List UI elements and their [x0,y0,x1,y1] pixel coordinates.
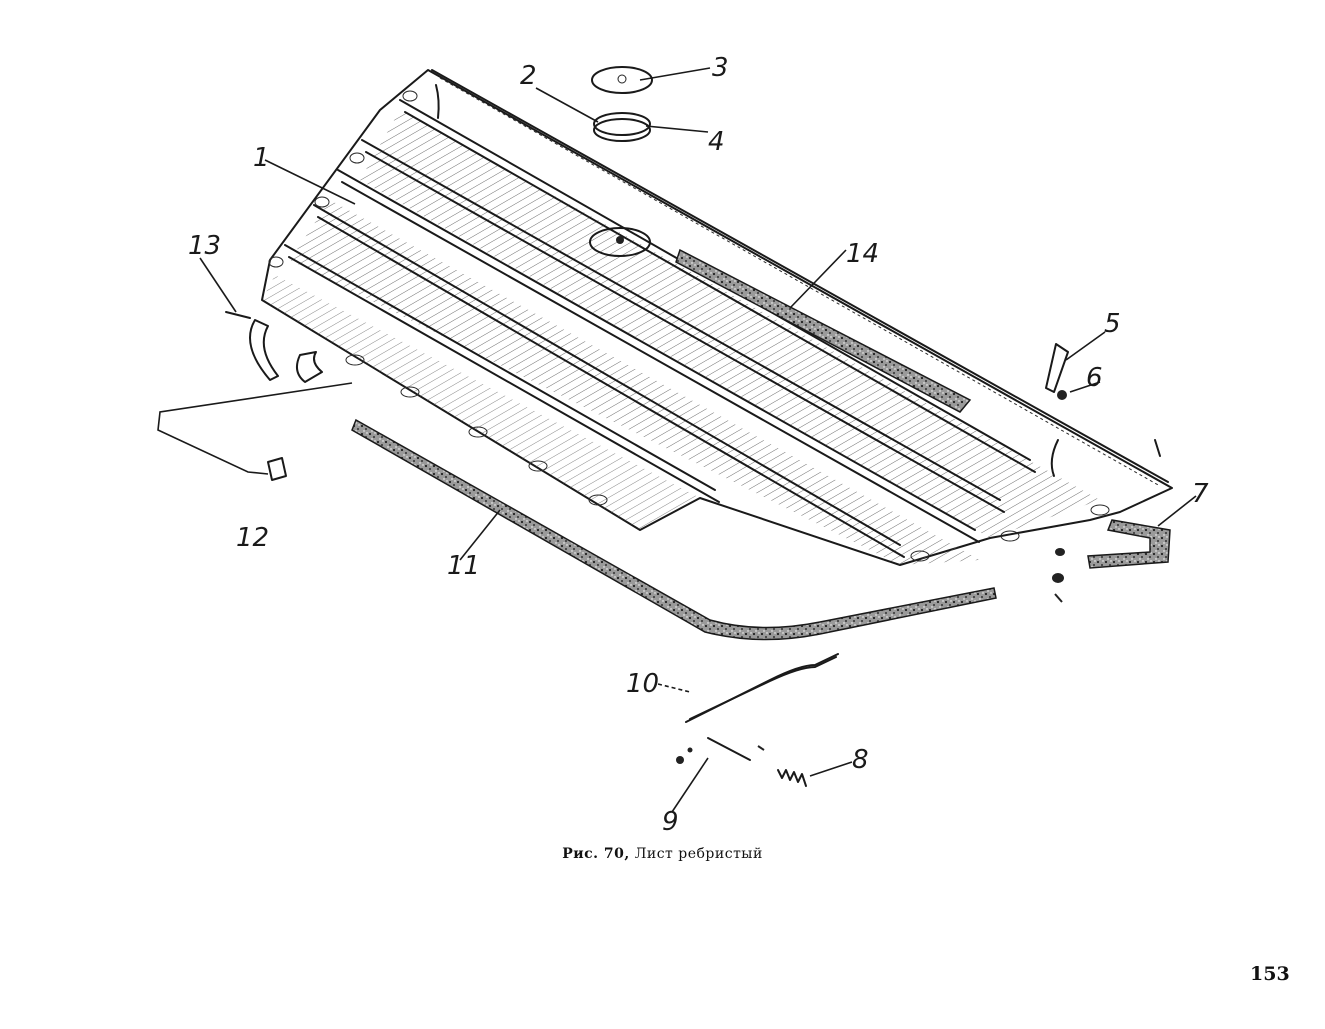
callout-5: 5 [1104,309,1121,339]
seal-strip [351,418,997,641]
nut [1057,390,1067,400]
callout-14: 14 [846,239,879,269]
figure-title: Лист ребристый [634,846,763,862]
page-number: 153 [1250,963,1290,985]
ribbed-sheet [249,69,1173,566]
rod [685,653,839,723]
callout-9: 9 [662,807,679,837]
callout-2: 2 [520,61,537,91]
callout-8: 8 [852,745,869,775]
figure-caption: Рис. 70, Лист ребристый [0,846,1325,862]
seal-strip-inner [675,248,972,413]
callout-10: 10 [626,669,659,699]
screw [225,311,251,319]
callout-1: 1 [253,143,270,173]
callout-7: 7 [1192,479,1209,509]
callout-3: 3 [712,53,729,83]
callout-13: 13 [188,231,221,261]
spring [777,769,807,787]
filler-cover [591,66,653,94]
bolt [1154,439,1161,457]
callout-6: 6 [1086,363,1103,393]
callout-4: 4 [708,127,725,157]
callout-12: 12 [236,523,269,553]
bracket [1045,343,1069,393]
callout-11: 11 [447,551,480,581]
fasteners [1052,548,1065,603]
cover-ring [593,112,651,142]
clip [267,457,287,481]
end-seal [1087,519,1171,569]
figure-number: Рис. 70, [562,846,630,862]
pin [676,737,765,764]
